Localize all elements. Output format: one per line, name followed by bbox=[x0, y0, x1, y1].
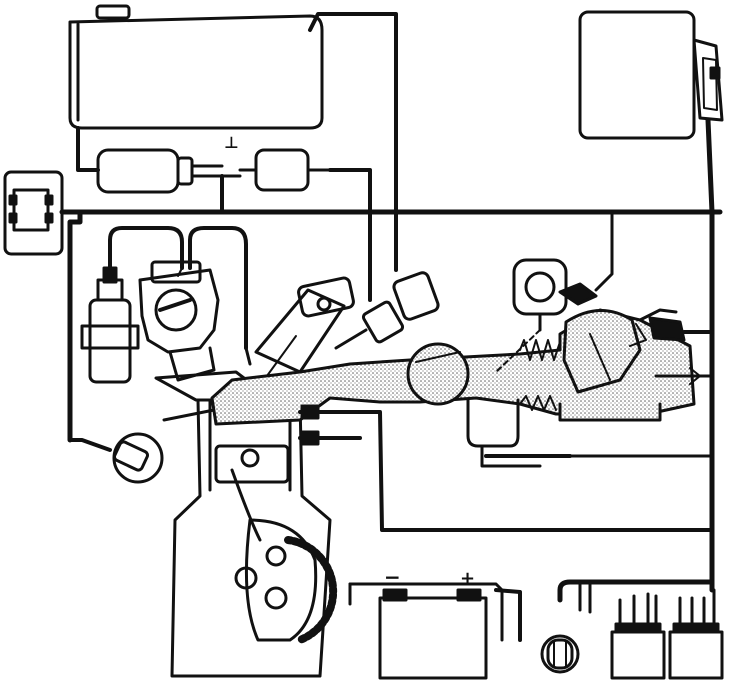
fuel-injector bbox=[254, 276, 355, 381]
fuel-filter bbox=[238, 148, 332, 192]
ecu-harness-trunk bbox=[705, 117, 715, 593]
pressure-regulator bbox=[466, 398, 572, 468]
idle-speed-actuator bbox=[540, 634, 580, 674]
pump-relay-block bbox=[668, 588, 724, 680]
throttle-body bbox=[406, 342, 470, 406]
ignition-coil bbox=[80, 266, 140, 384]
distributor bbox=[138, 260, 220, 382]
control-unit-ecu bbox=[578, 10, 724, 140]
relay-module bbox=[3, 170, 64, 256]
fuel-pump bbox=[96, 148, 242, 194]
throttle-position-switch bbox=[495, 258, 568, 373]
cold-start-injector bbox=[334, 271, 440, 350]
flywheel-teeth bbox=[284, 536, 338, 644]
main-relay-block bbox=[610, 592, 666, 680]
fuel-return-line bbox=[308, 12, 398, 272]
battery-positive-label: + bbox=[460, 568, 475, 589]
engine-cylinder-block bbox=[170, 398, 332, 678]
fuel-supply-line bbox=[328, 168, 372, 302]
crank-position-sensor bbox=[68, 432, 164, 484]
ground-symbol-label: ⊥ bbox=[224, 133, 239, 152]
battery bbox=[348, 582, 504, 680]
battery-negative-label: − bbox=[384, 565, 401, 589]
air-flow-meter bbox=[562, 309, 642, 394]
fuel-tank bbox=[68, 4, 324, 130]
air-flow-meter-connector bbox=[558, 282, 714, 347]
